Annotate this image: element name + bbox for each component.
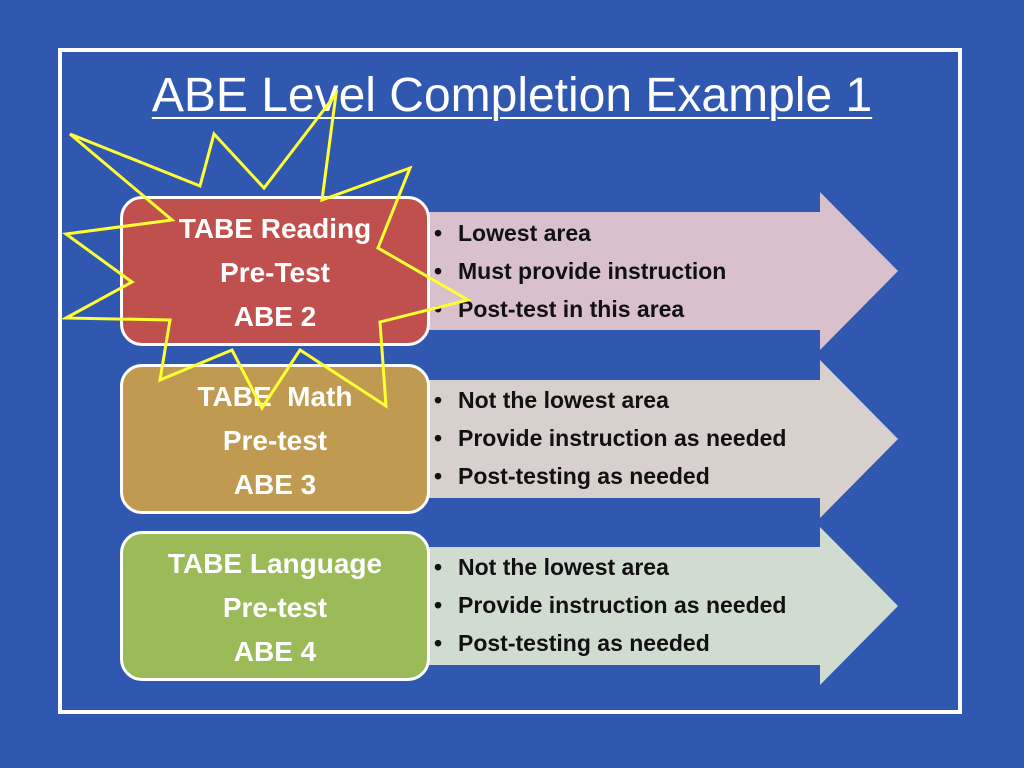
bullet-dot: • <box>434 220 443 246</box>
bullet-text: Not the lowest area <box>458 387 669 413</box>
bullet-dot: • <box>434 554 443 580</box>
bullet-text: Post-test in this area <box>458 296 685 322</box>
bullet-item: • Not the lowest area <box>434 548 786 586</box>
level-box-test: Pre-test <box>222 425 328 456</box>
bullet-text: Provide instruction as needed <box>458 592 787 618</box>
level-box-subject: TABE Math <box>197 381 353 412</box>
level-box-level: ABE 4 <box>233 636 317 667</box>
level-box-math: TABE Math Pre-test ABE 3 <box>120 364 430 514</box>
level-box-language: TABE Language Pre-test ABE 4 <box>120 531 430 681</box>
bullet-dot: • <box>434 463 443 489</box>
bullet-item: • Provide instruction as needed <box>434 586 786 624</box>
slide-title: ABE Level Completion Example 1 <box>151 69 873 122</box>
slide-frame <box>58 48 962 714</box>
bullet-item: • Lowest area <box>434 214 726 252</box>
bullet-text: Not the lowest area <box>458 554 669 580</box>
level-box-reading: TABE Reading Pre-Test ABE 2 <box>120 196 430 346</box>
arrow-shape <box>420 360 898 518</box>
bullet-item: • Post-testing as needed <box>434 624 786 662</box>
level-box-subject: TABE Language <box>167 548 383 579</box>
level-box-level: ABE 3 <box>233 469 317 500</box>
bullet-dot: • <box>434 258 443 284</box>
bullet-dot: • <box>434 425 443 451</box>
bullet-dot: • <box>434 296 443 322</box>
bullet-dot: • <box>434 387 443 413</box>
bullet-item: • Not the lowest area <box>434 381 786 419</box>
bullet-item: • Must provide instruction <box>434 252 726 290</box>
bullet-item: • Post-test in this area <box>434 290 726 328</box>
row-math: TABE Math Pre-test ABE 3 • Not the lowest… <box>0 360 1024 520</box>
bullet-dot: • <box>434 592 443 618</box>
arrow-body <box>420 192 898 350</box>
level-box-test: Pre-Test <box>220 257 330 288</box>
arrow-body <box>420 360 898 518</box>
row-reading: TABE Reading Pre-Test ABE 2 • Lowest area… <box>0 192 1024 352</box>
bullet-text: Provide instruction as needed <box>458 425 787 451</box>
arrow-shape <box>420 527 898 685</box>
arrow-body <box>420 527 898 685</box>
bullet-item: • Post-testing as needed <box>434 457 786 495</box>
row-language: TABE Language Pre-test ABE 4 • Not the lo… <box>0 527 1024 687</box>
level-box-test: Pre-test <box>222 592 328 623</box>
bullet-text: Lowest area <box>458 220 591 246</box>
bullet-dot: • <box>434 630 443 656</box>
bullet-list-reading: • Lowest area • Must provide instruction •… <box>434 214 726 328</box>
level-box-subject: TABE Reading <box>178 213 372 244</box>
bullet-list-math: • Not the lowest area • Provide instructio… <box>434 381 786 495</box>
bullet-text: Post-testing as needed <box>458 630 710 656</box>
bullet-item: • Provide instruction as needed <box>434 419 786 457</box>
arrow-shape <box>420 192 898 350</box>
level-box-level: ABE 2 <box>233 301 317 332</box>
bullet-text: Must provide instruction <box>458 258 727 284</box>
bullet-list-language: • Not the lowest area • Provide instructio… <box>434 548 786 662</box>
bullet-text: Post-testing as needed <box>458 463 710 489</box>
